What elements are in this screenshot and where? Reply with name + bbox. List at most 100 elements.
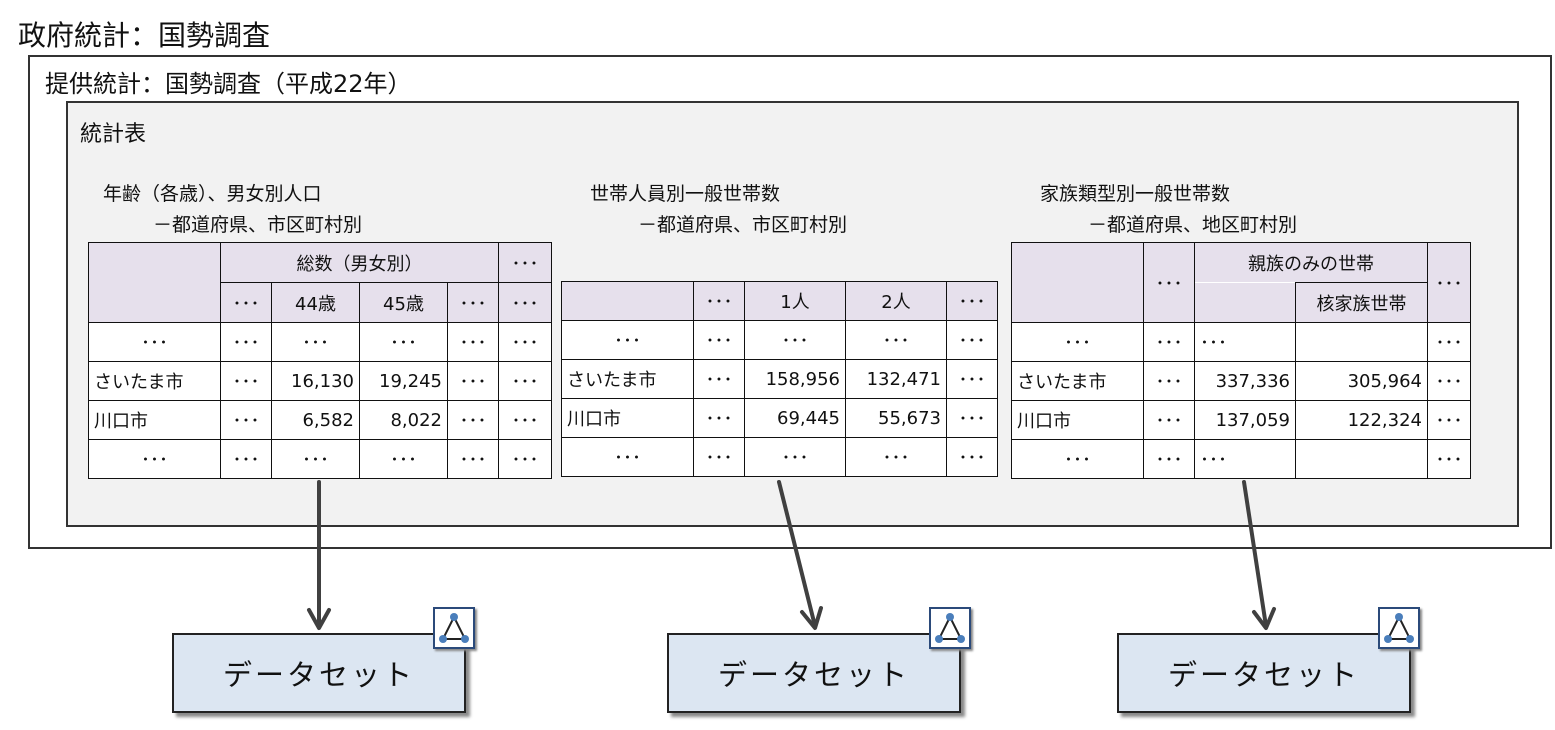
table3-caption-line2: －都道府県、地区町村別 (1088, 214, 1298, 236)
cell-ellipsis: ･･･ (498, 322, 552, 362)
arrow-line-3 (1242, 480, 1268, 628)
stats-table-title: 統計表 (80, 122, 147, 147)
table1-caption-line1: 年齢（各歳）、男女別人口 (103, 183, 322, 205)
header-ellipsis: ･･･ (447, 282, 499, 323)
cell-ellipsis: ･･･ (744, 320, 846, 360)
col-age-45: 45歳 (359, 282, 448, 323)
group-header-relatives-only: 親族のみの世帯 (1194, 242, 1428, 283)
dataset-label: データセット (717, 658, 910, 692)
page-title: 政府統計：国勢調査 (18, 19, 271, 52)
cell-ellipsis: ･･･ (447, 439, 499, 479)
header-ellipsis: ･･･ (946, 281, 998, 321)
cell-ellipsis: ･･･ (1194, 322, 1296, 362)
dataset-label: データセット (222, 658, 415, 692)
table2-caption-line2: －都道府県、市区町村別 (638, 214, 848, 236)
cell-ellipsis: ･･･ (447, 361, 499, 401)
dataset-graph-icon (433, 607, 475, 649)
households-by-size-table: ･･･ 1人 2人 ･･･ ･･･ ･･･ ･･･ ･･･ ･･･ さいたま市 … (561, 281, 998, 477)
cell-ellipsis: ･･･ (1194, 439, 1296, 479)
table-row: 川口市 ･･･ 69,445 55,673 ･･･ (561, 398, 998, 438)
cell-value: 305,964 (1295, 361, 1428, 401)
cell-ellipsis: ･･･ (1143, 439, 1195, 479)
cell-value: 132,471 (845, 359, 947, 399)
cell-ellipsis: ･･･ (1011, 322, 1144, 362)
cell-ellipsis: ･･･ (561, 437, 694, 477)
cell-ellipsis: ･･･ (946, 437, 998, 477)
header-empty (561, 281, 694, 321)
households-by-family-type-table: ･･･ 親族のみの世帯 ･･･ 核家族世帯 ･･･ ･･･ ･･･ ･･･ さい… (1011, 242, 1471, 479)
row-name: さいたま市 (88, 361, 221, 401)
table-row: 川口市 ･･･ 6,582 8,022 ･･･ ･･･ (88, 400, 552, 440)
cell-ellipsis: ･･･ (693, 320, 745, 360)
arrowhead-3 (1252, 607, 1276, 630)
cell-ellipsis: ･･･ (1143, 322, 1195, 362)
header-ellipsis: ･･･ (693, 281, 745, 321)
table-row: ･･･ ･･･ ･･･ ･･･ (1011, 439, 1471, 479)
cell-ellipsis: ･･･ (946, 398, 998, 438)
row-name: 川口市 (1011, 400, 1144, 440)
table-row: ･･･ ･･･ ･･･ ･･･ (1011, 322, 1471, 362)
header-ellipsis: ･･･ (498, 282, 552, 323)
cell-value: 137,059 (1194, 400, 1296, 440)
table1-caption-line2: －都道府県、市区町村別 (153, 214, 363, 236)
cell-ellipsis: ･･･ (1427, 439, 1471, 479)
cell-ellipsis: ･･･ (498, 361, 552, 401)
cell-ellipsis: ･･･ (845, 320, 947, 360)
col-age-44: 44歳 (271, 282, 360, 323)
col-nuclear-family: 核家族世帯 (1295, 282, 1428, 323)
dataset-graph-icon (1378, 607, 1420, 649)
cell-ellipsis: ･･･ (1427, 361, 1471, 401)
cell-value: 69,445 (744, 398, 846, 438)
cell-ellipsis: ･･･ (693, 437, 745, 477)
arrowhead-1 (307, 608, 331, 630)
population-by-age-table: 総数（男女別） ･･･ ･･･ 44歳 45歳 ･･･ ･･･ ･･･ ･･･ … (88, 242, 552, 479)
table-row: ･･･ ･･･ ･･･ ･･･ ･･･ (561, 437, 998, 477)
table-row: ･･･ ･･･ ･･･ ･･･ ･･･ (561, 320, 998, 360)
header-empty (88, 242, 221, 323)
table-row: さいたま市 ･･･ 158,956 132,471 ･･･ (561, 359, 998, 399)
cell-value: 8,022 (359, 400, 448, 440)
dataset-box[interactable]: データセット (1117, 633, 1411, 713)
header-empty (1011, 242, 1144, 323)
cell-ellipsis: ･･･ (1427, 400, 1471, 440)
table-row: さいたま市 ･･･ 337,336 305,964 ･･･ (1011, 361, 1471, 401)
header-ellipsis: ･･･ (1427, 242, 1471, 323)
cell-ellipsis: ･･･ (359, 439, 448, 479)
cell-ellipsis: ･･･ (220, 361, 272, 401)
cell-empty (1295, 439, 1428, 479)
table3-caption-line1: 家族類型別一般世帯数 (1040, 183, 1231, 205)
cell-ellipsis: ･･･ (220, 439, 272, 479)
table-row: ･･･ ･･･ ･･･ ･･･ ･･･ ･･･ (88, 439, 552, 479)
cell-ellipsis: ･･･ (693, 359, 745, 399)
cell-ellipsis: ･･･ (220, 400, 272, 440)
cell-value: 6,582 (271, 400, 360, 440)
header-ellipsis: ･･･ (498, 242, 552, 283)
provided-stats-title: 提供統計：国勢調査（平成22年） (45, 70, 412, 98)
cell-ellipsis: ･･･ (220, 322, 272, 362)
row-name: 川口市 (88, 400, 221, 440)
table2-caption-line1: 世帯人員別一般世帯数 (590, 183, 781, 205)
dataset-graph-icon (929, 607, 971, 649)
col-1-person: 1人 (744, 281, 846, 321)
cell-ellipsis: ･･･ (271, 322, 360, 362)
cell-value: 19,245 (359, 361, 448, 401)
cell-ellipsis: ･･･ (1011, 439, 1144, 479)
table-row: 川口市 ･･･ 137,059 122,324 ･･･ (1011, 400, 1471, 440)
group-header-total-by-sex: 総数（男女別） (220, 242, 499, 283)
cell-ellipsis: ･･･ (359, 322, 448, 362)
cell-ellipsis: ･･･ (498, 439, 552, 479)
dataset-label: データセット (1167, 658, 1360, 692)
table-row: さいたま市 ･･･ 16,130 19,245 ･･･ ･･･ (88, 361, 552, 401)
arrowhead-2 (800, 606, 823, 630)
cell-ellipsis: ･･･ (845, 437, 947, 477)
dataset-box[interactable]: データセット (667, 633, 961, 713)
cell-ellipsis: ･･･ (1427, 322, 1471, 362)
dataset-box[interactable]: データセット (172, 633, 466, 713)
cell-ellipsis: ･･･ (744, 437, 846, 477)
cell-value: 16,130 (271, 361, 360, 401)
cell-ellipsis: ･･･ (1143, 400, 1195, 440)
header-ellipsis: ･･･ (220, 282, 272, 323)
arrow-line-2 (777, 480, 817, 628)
cell-value: 122,324 (1295, 400, 1428, 440)
